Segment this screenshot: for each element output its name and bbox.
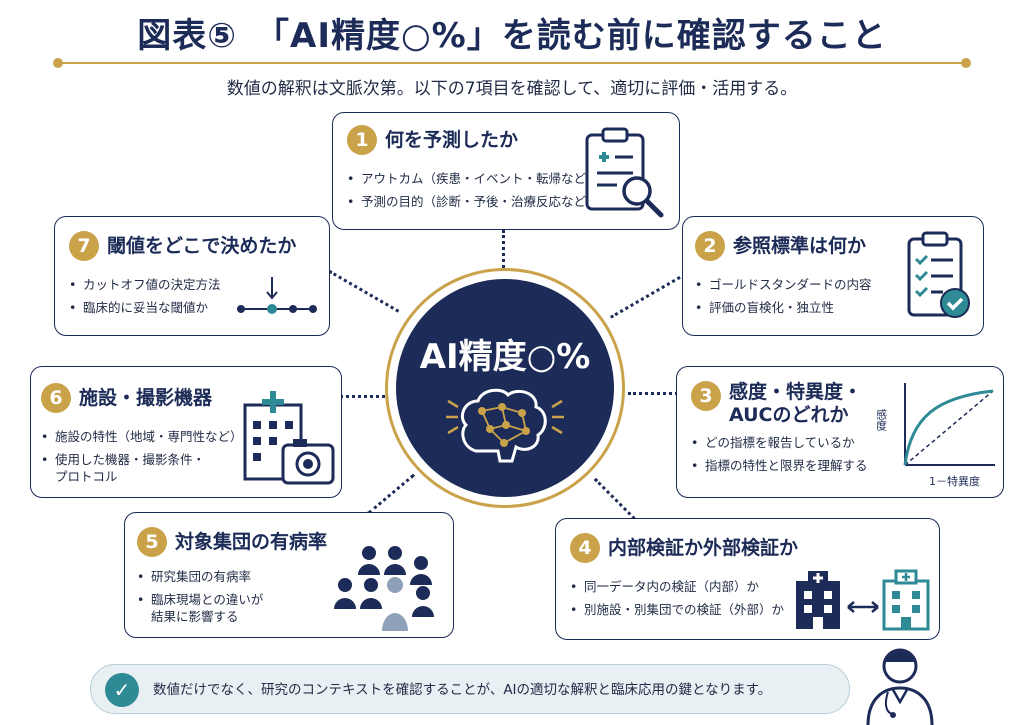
- card-4-bullet-1: 同一データ内の検証（内部）か: [570, 579, 784, 596]
- title-divider: [58, 62, 966, 64]
- connector-3: [628, 392, 678, 395]
- card-3-bullet-1: どの指標を報告しているか: [691, 435, 868, 452]
- page-subtitle: 数値の解釈は文脈次第。以下の7項目を確認して、適切に評価・活用する。: [226, 79, 798, 99]
- card-1-bullet-2: 予測の目的（診断・予後・治療反応など）: [347, 194, 599, 211]
- hospital-camera-icon: [243, 391, 335, 485]
- card-2-number: 2: [695, 231, 725, 261]
- card-7-number: 7: [69, 231, 99, 261]
- divider-dot-right: [961, 58, 971, 68]
- center-medallion: AI精度○%: [385, 268, 625, 508]
- connector-1: [502, 230, 505, 268]
- card-5-prevalence: 5 対象集団の有病率 研究集団の有病率 臨床現場との違いが 結果に影響する: [124, 512, 454, 638]
- card-6-facility: 6 施設・撮影機器 施設の特性（地域・専門性など） 使用した機器・撮影条件・ プ…: [30, 366, 342, 498]
- card-1-bullet-1: アウトカム（疾患・イベント・転帰など）: [347, 171, 599, 188]
- ai-brain-icon: [446, 388, 564, 463]
- card-5-number: 5: [137, 527, 167, 557]
- card-2-reference-standard: 2 参照標準は何か ゴールドスタンダードの内容 評価の盲検化・独立性: [682, 216, 984, 336]
- connector-2: [610, 276, 681, 319]
- card-4-number: 4: [570, 533, 600, 563]
- check-circle-icon: ✓: [105, 673, 139, 707]
- card-4-bullet-2: 別施設・別集団での検証（外部）か: [570, 602, 784, 619]
- connector-5: [367, 473, 415, 515]
- card-2-bullet-1: ゴールドスタンダードの内容: [695, 277, 872, 294]
- card-7-title: 閾値をどこで決めたか: [107, 234, 297, 257]
- divider-dot-left: [53, 58, 63, 68]
- roc-xlabel: 1－特異度: [929, 474, 980, 488]
- page-title: 図表⑤ 「AI精度○%」を読む前に確認すること: [137, 16, 887, 56]
- card-4-validation: 4 内部検証か外部検証か 同一データ内の検証（内部）か 別施設・別集団での検証（…: [555, 518, 940, 640]
- internal-external-hospitals-icon: [796, 569, 930, 631]
- connector-6: [340, 395, 385, 398]
- card-2-title: 参照標準は何か: [733, 234, 867, 257]
- card-1-number: 1: [347, 125, 377, 155]
- card-6-bullet-2: 使用した機器・撮影条件・ プロトコル: [41, 452, 243, 486]
- card-5-bullet-1: 研究集団の有病率: [137, 569, 263, 586]
- card-3-number: 3: [691, 381, 721, 411]
- card-4-title: 内部検証か外部検証か: [608, 536, 799, 559]
- checklist-clipboard-icon: [907, 231, 970, 318]
- population-group-icon: [334, 546, 434, 631]
- card-1-title: 何を予測したか: [385, 128, 519, 151]
- doctor-icon: [866, 648, 934, 725]
- card-3-metrics: 3 感度・特異度・ AUCのどれか どの指標を報告しているか 指標の特性と限界を…: [676, 366, 1004, 498]
- footer-text: 数値だけでなく、研究のコンテキストを確認することが、AIの適切な解釈と臨床応用の…: [153, 682, 772, 698]
- card-7-threshold: 7 閾値をどこで決めたか カットオフ値の決定方法 臨床的に妥当な閾値か: [54, 216, 330, 336]
- card-3-bullet-2: 指標の特性と限界を理解する: [691, 458, 868, 475]
- center-core: AI精度○%: [396, 279, 614, 497]
- card-2-bullet-2: 評価の盲検化・独立性: [695, 300, 872, 317]
- threshold-slider-icon: [237, 277, 317, 314]
- roc-curve-icon: 感度 1－特異度: [877, 383, 995, 488]
- card-3-title: 感度・特異度・ AUCのどれか: [729, 381, 863, 426]
- roc-ylabel: 感度: [877, 409, 888, 432]
- card-5-title: 対象集団の有病率: [175, 530, 328, 553]
- card-6-bullet-1: 施設の特性（地域・専門性など）: [41, 429, 243, 446]
- card-1-outcome: 1 何を予測したか アウトカム（疾患・イベント・転帰など） 予測の目的（診断・予…: [332, 112, 680, 230]
- card-6-number: 6: [41, 383, 71, 413]
- center-label: AI精度○%: [419, 337, 591, 377]
- card-5-bullet-2: 臨床現場との違いが 結果に影響する: [137, 592, 263, 626]
- footer-note: ✓ 数値だけでなく、研究のコンテキストを確認することが、AIの適切な解釈と臨床応…: [90, 664, 850, 714]
- connector-7: [328, 270, 400, 313]
- card-7-bullet-2: 臨床的に妥当な閾値か: [69, 300, 221, 317]
- card-6-title: 施設・撮影機器: [79, 386, 213, 409]
- clipboard-search-icon: [585, 127, 664, 218]
- card-7-bullet-1: カットオフ値の決定方法: [69, 277, 221, 294]
